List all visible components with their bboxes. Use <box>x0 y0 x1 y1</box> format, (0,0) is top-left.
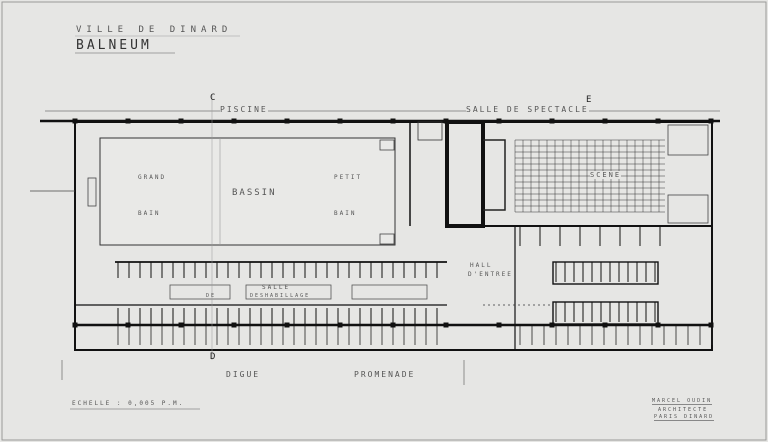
pool-ladder <box>87 177 97 207</box>
pool-steps <box>379 233 395 245</box>
pillar <box>231 118 237 124</box>
cut-d: D <box>210 352 218 362</box>
cabin-block <box>552 261 659 285</box>
architect-name: MARCEL OUDIN <box>652 398 713 405</box>
label-scene: SCENE <box>590 171 622 179</box>
label-grand-bain: GRAND <box>138 174 167 181</box>
label-digue: DIGUE <box>226 370 261 379</box>
pillar <box>178 118 184 124</box>
pillar <box>284 118 290 124</box>
label-undressing: DESHABILLAGE <box>250 293 311 299</box>
pillar <box>496 118 502 124</box>
label-undressing: DE <box>206 293 217 299</box>
section-label-hall: SALLE DE SPECTACLE <box>466 105 589 114</box>
scale-label: ECHELLE : 0,005 P.M. <box>72 400 185 407</box>
partition-wall <box>445 120 485 228</box>
pillar <box>443 118 449 124</box>
pillar <box>549 118 555 124</box>
architect-role: ARCHITECTE <box>658 407 709 413</box>
stair <box>667 194 709 224</box>
label-petit-bain: BAIN <box>334 210 357 217</box>
label-promenade: PROMENADE <box>354 370 416 379</box>
pillar <box>655 118 661 124</box>
seating-grid <box>514 139 665 213</box>
drawing-title: BALNEUM <box>76 38 152 53</box>
pillar <box>390 118 396 124</box>
bench <box>169 284 231 300</box>
section-label-pool: PISCINE <box>220 105 268 114</box>
stair <box>417 121 443 141</box>
pillar <box>602 118 608 124</box>
label-basin: BASSIN <box>232 188 277 198</box>
label-petit-bain: PETIT <box>334 174 363 181</box>
swimming-pool <box>99 137 396 246</box>
label-hall: D'ENTREE <box>468 271 513 278</box>
cut-e: E <box>586 95 594 105</box>
bench <box>351 284 428 300</box>
cut-c: C <box>210 93 218 103</box>
label-grand-bain: BAIN <box>138 210 161 217</box>
stair <box>667 124 709 156</box>
label-hall: HALL <box>470 262 493 269</box>
bench <box>245 284 332 300</box>
stage-outline <box>483 139 506 211</box>
pillar <box>72 118 78 124</box>
pillar <box>708 118 714 124</box>
pillar <box>125 118 131 124</box>
architect-place: PARIS DINARD <box>654 414 715 421</box>
pillar <box>337 118 343 124</box>
pool-steps <box>379 139 395 151</box>
town-name: VILLE DE DINARD <box>76 25 233 35</box>
cabin-block <box>552 301 659 325</box>
label-undressing: SALLE <box>262 284 291 291</box>
